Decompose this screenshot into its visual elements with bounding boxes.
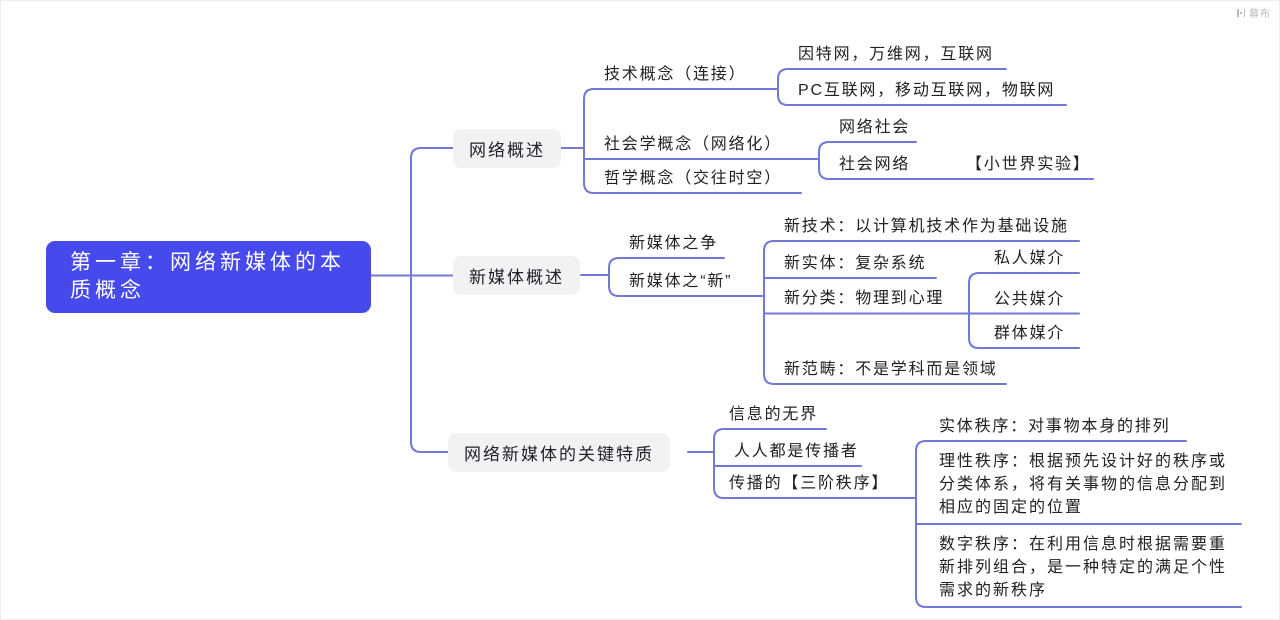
node-newmedia-debate[interactable]: 新媒体之争 <box>629 235 719 252</box>
node-social-network[interactable]: 社会网络 <box>839 156 911 173</box>
node-new-technology[interactable]: 新技术：以计算机技术作为基础设施 <box>784 218 1069 235</box>
node-public-media[interactable]: 公共媒介 <box>994 291 1066 308</box>
node-tech-concept[interactable]: 技术概念（连接） <box>604 66 747 83</box>
watermark-brand: 幕布 <box>1249 9 1271 20</box>
node-entity-order[interactable]: 实体秩序：对事物本身的排列 <box>939 418 1171 435</box>
node-internet-www[interactable]: 因特网，万维网，互联网 <box>798 46 994 63</box>
node-newmedia-newness[interactable]: 新媒体之“新” <box>629 273 733 290</box>
node-rational-order[interactable]: 理性秩序：根据预先设计好的秩序或分类体系，将有关事物的信息分配到相应的固定的位置 <box>939 453 1228 516</box>
node-sociology-concept[interactable]: 社会学概念（网络化） <box>604 136 783 153</box>
node-key-traits[interactable]: 网络新媒体的关键特质 <box>448 433 670 472</box>
node-network-society[interactable]: 网络社会 <box>839 119 911 136</box>
node-root[interactable]: 第一章：网络新媒体的本质概念 <box>46 241 371 313</box>
node-network-overview[interactable]: 网络概述 <box>453 129 561 168</box>
watermark: 幕布 <box>1237 5 1271 20</box>
node-new-category[interactable]: 新范畴：不是学科而是领域 <box>784 361 998 378</box>
node-everyone-communicator[interactable]: 人人都是传播者 <box>734 443 859 460</box>
node-three-order[interactable]: 传播的【三阶秩序】 <box>729 475 890 492</box>
node-boundless-information[interactable]: 信息的无界 <box>729 406 819 423</box>
node-new-entity[interactable]: 新实体：复杂系统 <box>784 255 927 272</box>
node-small-world-experiment[interactable]: 【小世界实验】 <box>966 156 1091 173</box>
node-digital-order[interactable]: 数字秩序：在利用信息时根据需要重新排列组合，是一种特定的满足个性需求的新秩序 <box>939 536 1228 599</box>
mubu-logo-icon <box>1237 8 1245 17</box>
node-pc-mobile-iot[interactable]: PC互联网，移动互联网，物联网 <box>798 82 1056 99</box>
node-private-media[interactable]: 私人媒介 <box>994 250 1066 267</box>
node-group-media[interactable]: 群体媒介 <box>994 325 1066 342</box>
node-philosophy-concept[interactable]: 哲学概念（交往时空） <box>604 170 783 187</box>
node-new-classification[interactable]: 新分类：物理到心理 <box>784 290 945 307</box>
node-newmedia-overview[interactable]: 新媒体概述 <box>453 256 580 295</box>
